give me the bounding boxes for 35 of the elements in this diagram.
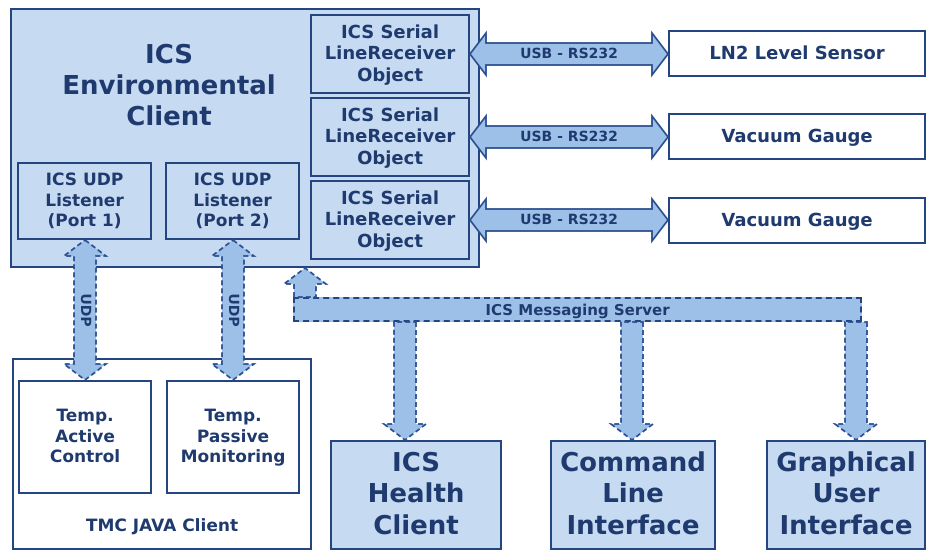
- node-label: Graphical User Interface: [775, 448, 917, 542]
- node-label: ICS Messaging Server: [484, 300, 671, 318]
- process-box: [668, 30, 926, 77]
- client-container-box: [12, 358, 312, 550]
- node-label: Command Line Interface: [559, 448, 707, 542]
- node-label: Vacuum Gauge: [720, 210, 874, 232]
- client-container-box: [10, 8, 480, 268]
- messaging-bus-band: [293, 297, 862, 322]
- process-box: [17, 162, 152, 240]
- node-label: ICS Health Client: [366, 448, 466, 542]
- process-box: [166, 380, 300, 494]
- process-box: [165, 162, 300, 240]
- process-box: [310, 14, 470, 94]
- block-arrow: [832, 321, 880, 442]
- node-label: Vacuum Gauge: [720, 126, 874, 148]
- process-box: [766, 440, 926, 550]
- process-box: [668, 113, 926, 160]
- process-box: [310, 180, 470, 260]
- node-label: ICS UDP Listener (Port 1): [44, 170, 125, 232]
- node-label: ICS UDP Listener (Port 2): [192, 170, 273, 232]
- node-label: ICS Serial LineReceiver Object: [324, 104, 456, 170]
- node-label: TMC JAVA Client: [84, 516, 240, 536]
- node-label: Temp. Passive Monitoring: [180, 406, 286, 468]
- process-box: [550, 440, 716, 550]
- node-label: ICS Serial LineReceiver Object: [324, 22, 456, 86]
- process-box: [18, 380, 152, 494]
- node-label: Temp. Active Control: [48, 406, 122, 468]
- process-box: [310, 97, 470, 177]
- block-arrow: [608, 321, 656, 442]
- block-arrow: [381, 321, 429, 442]
- process-box: [668, 197, 926, 244]
- node-label: ICS Serial LineReceiver Object: [324, 188, 456, 252]
- node-label: LN2 Level Sensor: [708, 42, 886, 64]
- node-label: ICS Environmental Client: [61, 40, 277, 134]
- process-box: [330, 440, 502, 550]
